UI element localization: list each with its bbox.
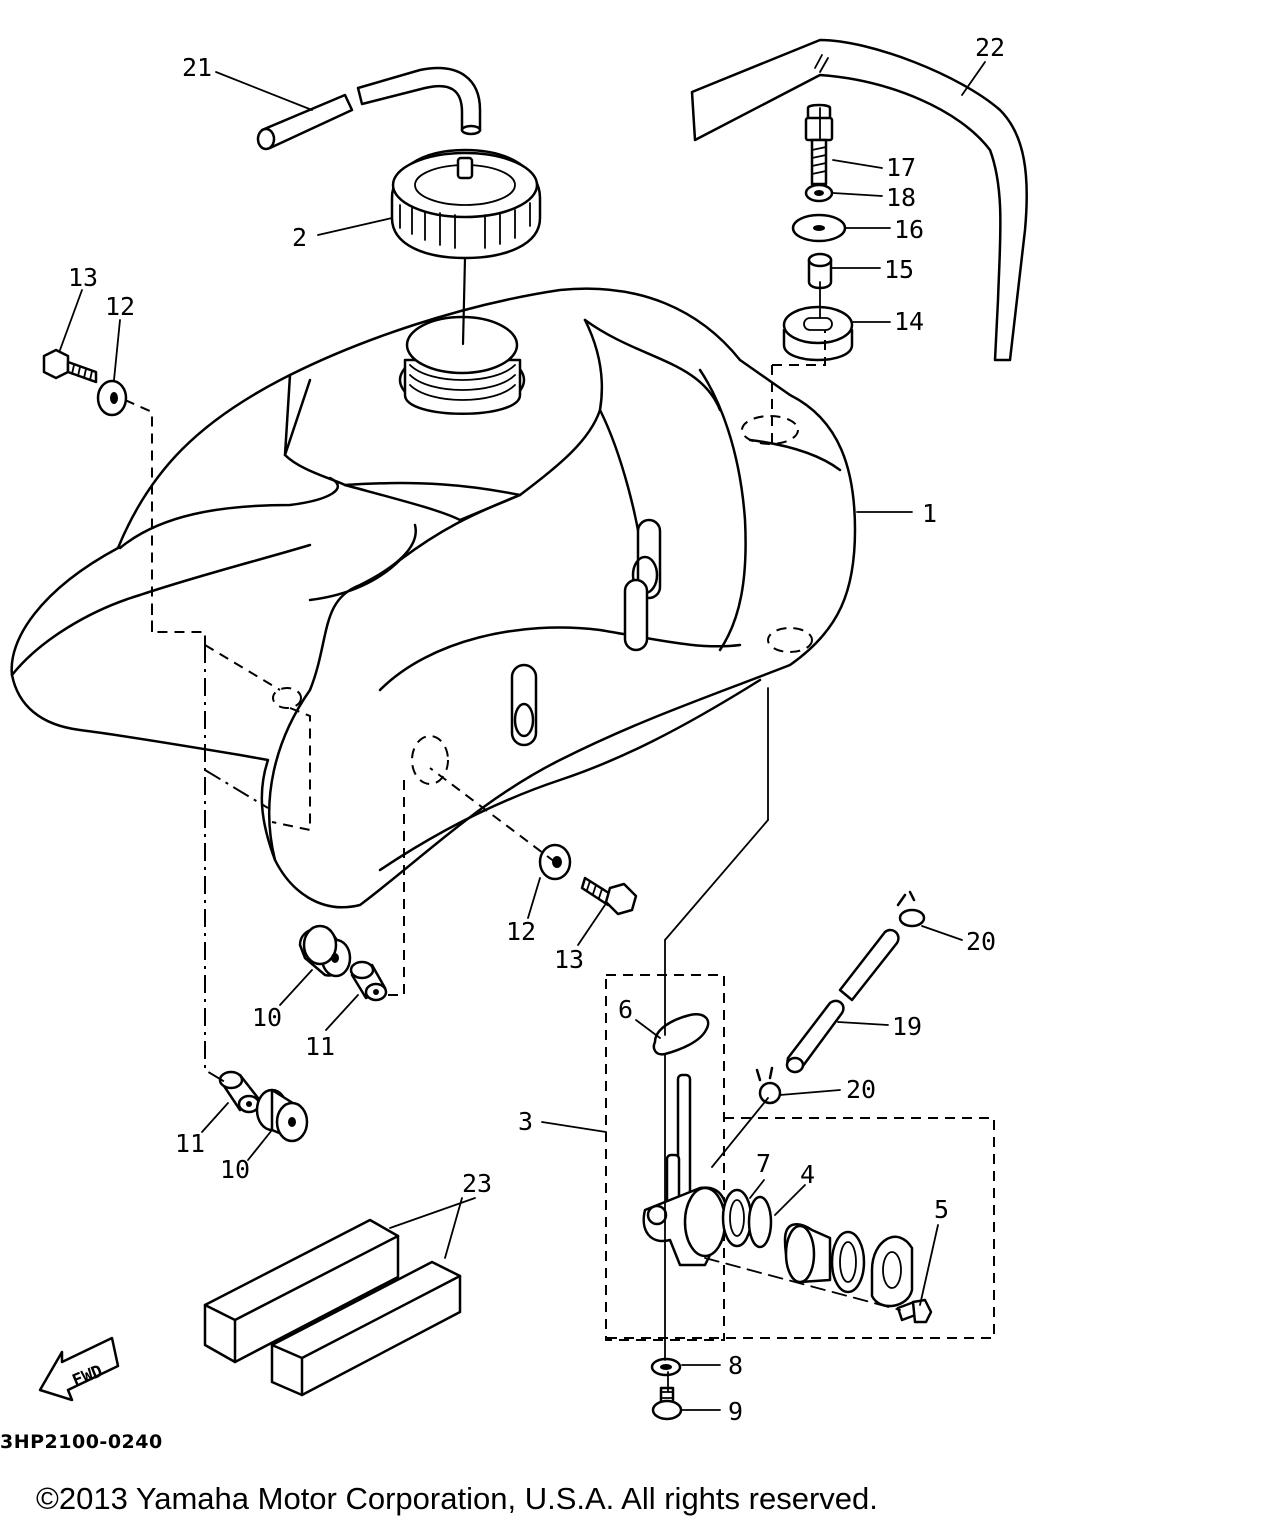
callout-8: 8 [728, 1351, 743, 1380]
callout-7: 7 [756, 1149, 771, 1178]
copyright-notice: ©2013 Yamaha Motor Corporation, U.S.A. A… [36, 1481, 878, 1516]
callout-15: 15 [884, 255, 914, 284]
callout-leaders [59, 61, 986, 1411]
callout-12-upper: 12 [105, 292, 135, 321]
callout-19: 19 [892, 1012, 922, 1041]
callout-6: 6 [618, 995, 633, 1024]
tank-band [690, 38, 1028, 362]
fuel-hose [785, 928, 900, 1074]
washer-12-upper [96, 379, 128, 417]
foam-blocks [203, 1218, 462, 1397]
tank-cap [390, 148, 542, 260]
callout-14: 14 [894, 307, 924, 336]
callout-labels: 1 2 3 4 5 6 7 8 9 10 10 11 11 12 12 13 1… [68, 33, 1005, 1426]
hose-clip-upper [896, 890, 926, 928]
callout-20-lower: 20 [846, 1075, 876, 1104]
damper-10-upper [298, 924, 352, 978]
callout-16: 16 [894, 215, 924, 244]
callout-10-lower: 10 [220, 1155, 250, 1184]
callout-11-upper: 11 [305, 1032, 335, 1061]
drawing-code: 3HP2100-0240 [0, 1431, 163, 1453]
callout-9: 9 [728, 1397, 743, 1426]
breather-hose [256, 66, 482, 151]
mount-hardware-stack [782, 103, 854, 362]
callout-13-upper: 13 [68, 263, 98, 292]
callout-18: 18 [886, 183, 916, 212]
callout-1: 1 [922, 499, 937, 528]
hose-clip-lower [755, 1066, 782, 1105]
callout-22: 22 [975, 33, 1005, 62]
callout-11-lower: 11 [175, 1129, 205, 1158]
callout-23: 23 [462, 1169, 492, 1198]
callout-3: 3 [518, 1107, 533, 1136]
callout-20-upper: 20 [966, 927, 996, 956]
callout-5: 5 [934, 1195, 949, 1224]
callout-21: 21 [182, 53, 212, 82]
bolt-13-lower [580, 876, 638, 916]
forward-arrow: FWD [38, 1336, 120, 1402]
callout-2: 2 [292, 223, 307, 252]
bolt-13-upper [42, 348, 98, 384]
callout-13-lower: 13 [554, 945, 584, 974]
collar-11-upper [349, 960, 388, 1002]
callout-12-lower: 12 [506, 917, 536, 946]
damper-10-lower [255, 1088, 309, 1143]
assembly-lines [124, 107, 826, 1393]
callout-10-upper: 10 [252, 1003, 282, 1032]
fuel-tank [10, 287, 857, 909]
callout-17: 17 [886, 153, 916, 182]
callout-4: 4 [800, 1160, 815, 1189]
